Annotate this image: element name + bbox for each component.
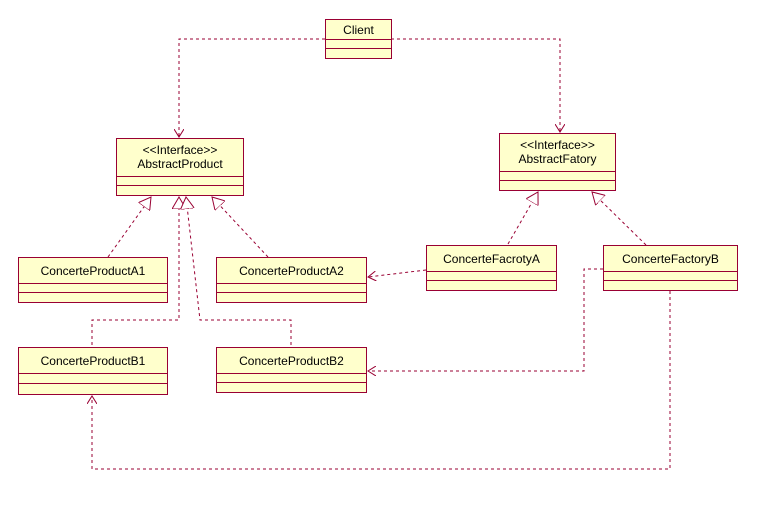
- realization-a1: [107, 197, 151, 258]
- class-name-label: ConcerteProductA1: [40, 264, 146, 278]
- class-factory-a[interactable]: ConcerteFacrotyA: [426, 245, 557, 291]
- class-factory-b[interactable]: ConcerteFactoryB: [603, 245, 738, 291]
- class-product-b2-name: ConcerteProductB2: [217, 348, 366, 374]
- class-name-label: Client: [343, 23, 374, 37]
- class-factory-a-name: ConcerteFacrotyA: [427, 246, 556, 272]
- class-attributes: [19, 374, 167, 384]
- class-attributes: [19, 284, 167, 293]
- realization-b1: [91, 197, 179, 351]
- class-product-b2[interactable]: ConcerteProductB2: [216, 347, 367, 393]
- class-abstract-factory[interactable]: <<Interface>> AbstractFatory: [499, 133, 616, 191]
- class-product-a1-name: ConcerteProductA1: [19, 258, 167, 284]
- class-name-label: ConcerteFacrotyA: [443, 252, 540, 266]
- class-abstract-product-name: <<Interface>> AbstractProduct: [117, 139, 243, 177]
- class-client[interactable]: Client: [325, 19, 392, 59]
- class-name-label: ConcerteProductB2: [239, 354, 344, 368]
- class-operations: [217, 293, 366, 302]
- class-name-label: ConcerteProductB1: [40, 354, 146, 368]
- class-operations: [326, 49, 391, 58]
- class-product-a2[interactable]: ConcerteProductA2: [216, 257, 367, 303]
- class-attributes: [217, 284, 366, 293]
- class-name-label: ConcerteProductA2: [239, 264, 344, 278]
- dependency-factory-b-product-b2: [368, 268, 603, 371]
- class-name-label: AbstractFatory: [518, 152, 597, 166]
- class-attributes: [117, 177, 243, 186]
- class-attributes: [604, 272, 737, 281]
- class-operations: [19, 293, 167, 302]
- class-operations: [500, 181, 615, 190]
- realization-factory-b: [592, 192, 647, 246]
- class-product-b1-name: ConcerteProductB1: [19, 348, 167, 374]
- class-attributes: [217, 374, 366, 383]
- class-operations: [217, 383, 366, 392]
- dependency-factory-b-product-b1: [92, 291, 671, 470]
- class-name-label: ConcerteFactoryB: [622, 252, 719, 266]
- class-client-name: Client: [326, 20, 391, 40]
- class-attributes: [326, 40, 391, 49]
- class-attributes: [500, 172, 615, 181]
- realization-factory-a: [507, 192, 538, 245]
- class-attributes: [427, 272, 556, 281]
- stereotype-label: <<Interface>>: [142, 143, 218, 157]
- class-factory-b-name: ConcerteFactoryB: [604, 246, 737, 272]
- class-product-b1[interactable]: ConcerteProductB1: [18, 347, 168, 395]
- class-abstract-product[interactable]: <<Interface>> AbstractProduct: [116, 138, 244, 196]
- class-abstract-factory-name: <<Interface>> AbstractFatory: [500, 134, 615, 172]
- realization-a2: [212, 197, 269, 258]
- class-product-a2-name: ConcerteProductA2: [217, 258, 366, 284]
- stereotype-label: <<Interface>>: [520, 138, 595, 152]
- dependency-client-abstractproduct: [179, 38, 325, 137]
- class-operations: [604, 281, 737, 290]
- class-operations: [427, 281, 556, 290]
- class-product-a1[interactable]: ConcerteProductA1: [18, 257, 168, 303]
- dependency-client-abstractfactory: [391, 38, 560, 132]
- class-name-label: AbstractProduct: [137, 157, 223, 171]
- class-operations: [117, 186, 243, 195]
- class-operations: [19, 384, 167, 394]
- dependency-factory-a-product-a2: [368, 269, 427, 277]
